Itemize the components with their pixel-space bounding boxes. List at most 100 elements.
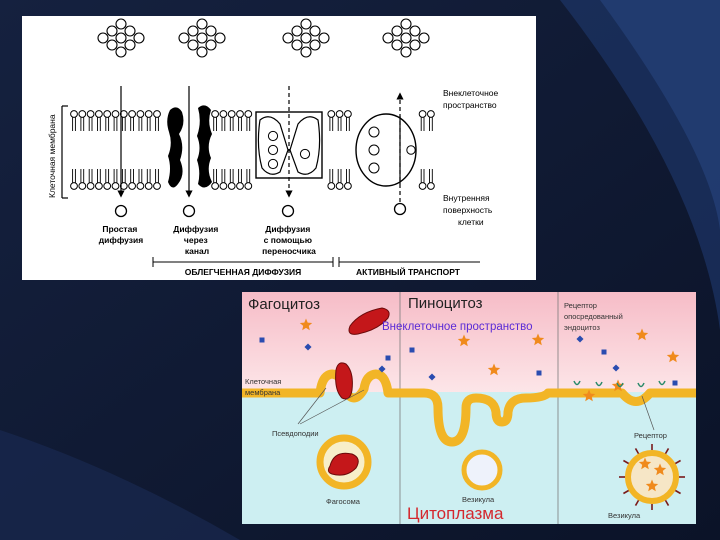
molecule (214, 32, 226, 44)
membrane-axis-label: Клеточная мембрана (47, 114, 57, 198)
receptor-glyph (595, 381, 603, 387)
molecule (205, 25, 217, 37)
lipid-inner (335, 168, 344, 190)
molecule (178, 32, 190, 44)
molecule (196, 32, 208, 44)
membrane-receptors (573, 380, 666, 388)
molecule (391, 39, 403, 51)
pseudopodia-pointer-2 (299, 389, 365, 425)
solute-molecule (672, 380, 678, 386)
carrier-diffusion-molecule (281, 204, 295, 218)
solute-molecule (259, 337, 265, 343)
molecule (196, 18, 208, 30)
extracellular-space-label: Внеклеточное пространство (382, 321, 532, 333)
lipid-inner (211, 168, 219, 190)
cell-membrane-label: Клеточная мембрана (245, 377, 283, 397)
lipid-inner (153, 168, 161, 190)
lipid-outer (244, 110, 253, 132)
active-transport-label: АКТИВНЫЙ ТРАНСПОРТ (356, 266, 461, 277)
lipid-outer (227, 110, 236, 132)
receptor-label: Рецептор (634, 431, 667, 440)
active-transport-pump (355, 113, 417, 187)
ligand-star (635, 328, 649, 341)
molecule (133, 32, 145, 44)
lipid-outer (128, 110, 136, 132)
endocytosis-diagram: Фагоцитоз Пиноцитоз Внеклеточное простра… (242, 292, 696, 524)
lipid-outer (153, 110, 161, 132)
solute-molecule (304, 343, 312, 351)
molecule (97, 32, 109, 44)
molecule (291, 39, 303, 51)
inner-surface-label: Внутренняя поверхность клетки (443, 193, 495, 227)
solute-molecule (385, 355, 391, 361)
simple-diffusion-molecule (114, 204, 128, 218)
ligand-star (645, 479, 659, 492)
molecule (115, 46, 127, 58)
lipid-outer (144, 110, 153, 132)
molecule (187, 25, 199, 37)
lipid-inner (327, 168, 336, 190)
lipid-outer (344, 110, 352, 132)
receptor-glyph (637, 382, 645, 388)
molecule (205, 39, 217, 51)
cytoplasm-label: Цитоплазма (407, 504, 504, 523)
channel-diffusion-molecule (182, 204, 196, 218)
molecule (106, 25, 118, 37)
pinocytosis-vesicle (461, 449, 503, 491)
carrier-diffusion-caption: Диффузия с помощью переносчика (262, 224, 316, 256)
ligand-star (299, 318, 313, 331)
vesicle-spike (634, 499, 640, 506)
molecule (309, 39, 321, 51)
channel-protein (167, 105, 212, 188)
vesicle-spike (674, 459, 681, 465)
active-transport-molecule (393, 202, 407, 216)
lipid-inner (70, 168, 78, 190)
molecule (291, 25, 303, 37)
ligand-star (487, 363, 501, 376)
molecule (187, 39, 199, 51)
molecule (318, 32, 330, 44)
lipid-inner (78, 168, 87, 190)
solute-molecule (612, 364, 620, 372)
molecule (300, 32, 312, 44)
extracellular-region (242, 292, 696, 398)
solute-molecule (576, 335, 584, 343)
solute-molecules (259, 335, 678, 386)
lipid-inner (344, 168, 352, 190)
lipid-inner (144, 168, 153, 190)
channel-diffusion-caption: Диффузия через канал (173, 224, 220, 256)
molecule (391, 25, 403, 37)
molecule (409, 25, 421, 37)
lipid-outer (211, 110, 219, 132)
lipid-outer (418, 110, 427, 132)
vesicle-spike (664, 448, 670, 455)
lipid-inner (136, 168, 145, 190)
lipid-outer (111, 110, 120, 132)
molecule (300, 18, 312, 30)
lipid-outer (86, 110, 95, 132)
vesicle-spike (674, 489, 681, 495)
extracellular-label: Внеклеточное пространство (443, 88, 501, 110)
membrane-transport-figure: Клеточная мембрана (22, 16, 536, 280)
lipid-inner (236, 168, 244, 190)
lipid-inner (427, 168, 435, 190)
ligand-star (653, 463, 667, 476)
bacterium-free (348, 307, 390, 335)
lipid-outer (103, 110, 112, 132)
cell-membrane (242, 369, 696, 447)
solute-molecule (601, 349, 607, 355)
lipid-inner (128, 168, 136, 190)
vesicle-spike (634, 448, 640, 455)
molecule (115, 32, 127, 44)
lipid-inner (86, 168, 95, 190)
phagocytosis-title: Фагоцитоз (248, 296, 320, 313)
solute-molecule (409, 347, 415, 353)
ligand-star (582, 389, 596, 402)
molecule (409, 39, 421, 51)
phagosome-label: Фагосома (326, 497, 361, 506)
molecule (309, 25, 321, 37)
lipid-inner (227, 168, 236, 190)
vesicle-spike (664, 499, 670, 506)
facilitated-diffusion-label: ОБЛЕГЧЕННАЯ ДИФФУЗИЯ (185, 267, 302, 277)
molecule (400, 32, 412, 44)
